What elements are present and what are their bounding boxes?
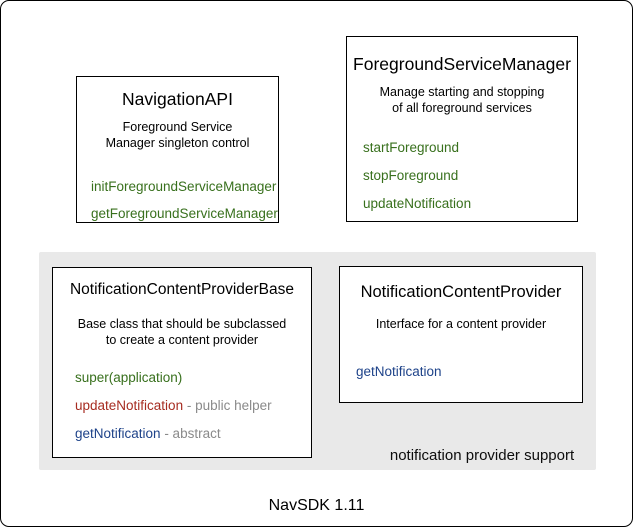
method-note: - public helper bbox=[183, 398, 272, 413]
description-line: Interface for a content provider bbox=[375, 317, 547, 331]
method-super-application: super(application) bbox=[75, 370, 311, 386]
method-name: getForegroundServiceManager bbox=[91, 206, 278, 221]
class-box-notification-content-provider-base: NotificationContentProviderBase Base cla… bbox=[52, 267, 312, 458]
class-box-navigation-api: NavigationAPI Foreground Service Manager… bbox=[76, 76, 279, 223]
method-name: super(application) bbox=[75, 370, 183, 385]
method-list: initForegroundServiceManager getForegrou… bbox=[77, 179, 278, 222]
method-name: startForeground bbox=[363, 140, 460, 155]
method-initForegroundServiceManager: initForegroundServiceManager bbox=[91, 179, 278, 195]
method-name: getNotification bbox=[356, 364, 442, 379]
class-title-notification-content-provider: NotificationContentProvider bbox=[360, 283, 562, 301]
method-name: stopForeground bbox=[363, 168, 459, 183]
footer-label-navsdk-version: NavSDK 1.11 bbox=[268, 497, 365, 514]
class-description-navigation-api: Foreground Service Manager singleton con… bbox=[77, 119, 278, 151]
method-getForegroundServiceManager: getForegroundServiceManager bbox=[91, 206, 278, 222]
class-box-foreground-service-manager: ForegroundServiceManager Manage starting… bbox=[346, 36, 578, 222]
method-updateNotification: updateNotification - public helper bbox=[75, 398, 311, 414]
class-description-notification-content-provider-base: Base class that should be subclassed to … bbox=[53, 316, 311, 348]
class-box-notification-content-provider: NotificationContentProvider Interface fo… bbox=[339, 266, 583, 403]
method-updateNotification: updateNotification bbox=[363, 196, 577, 212]
class-description-foreground-service-manager: Manage starting and stopping of all fore… bbox=[347, 84, 577, 116]
method-note: - abstract bbox=[160, 426, 221, 441]
description-line: to create a content provider bbox=[105, 333, 259, 347]
description-line: of all foreground services bbox=[392, 101, 532, 115]
method-list: getNotification bbox=[340, 364, 582, 380]
description-line: Manage starting and stopping bbox=[379, 85, 545, 99]
method-list: startForeground stopForeground updateNot… bbox=[347, 140, 577, 212]
class-title-navigation-api: NavigationAPI bbox=[122, 89, 233, 109]
method-name: initForegroundServiceManager bbox=[91, 179, 277, 194]
method-stopForeground: stopForeground bbox=[363, 168, 577, 184]
description-line: Base class that should be subclassed bbox=[77, 317, 287, 331]
class-title-foreground-service-manager: ForegroundServiceManager bbox=[353, 54, 571, 74]
method-startForeground: startForeground bbox=[363, 140, 577, 156]
method-getNotification: getNotification - abstract bbox=[75, 426, 311, 442]
class-description-notification-content-provider: Interface for a content provider bbox=[340, 316, 582, 332]
method-name: updateNotification bbox=[363, 196, 472, 211]
method-getNotification: getNotification bbox=[356, 364, 582, 380]
description-line: Manager singleton control bbox=[105, 136, 250, 150]
method-list: super(application) updateNotification - … bbox=[53, 370, 311, 442]
description-line: Foreground Service bbox=[122, 120, 233, 134]
class-title-notification-content-provider-base: NotificationContentProviderBase bbox=[69, 281, 294, 298]
panel-label-notification-provider-support: notification provider support bbox=[389, 447, 575, 464]
method-name: getNotification bbox=[75, 426, 161, 441]
method-name: updateNotification bbox=[75, 398, 184, 413]
